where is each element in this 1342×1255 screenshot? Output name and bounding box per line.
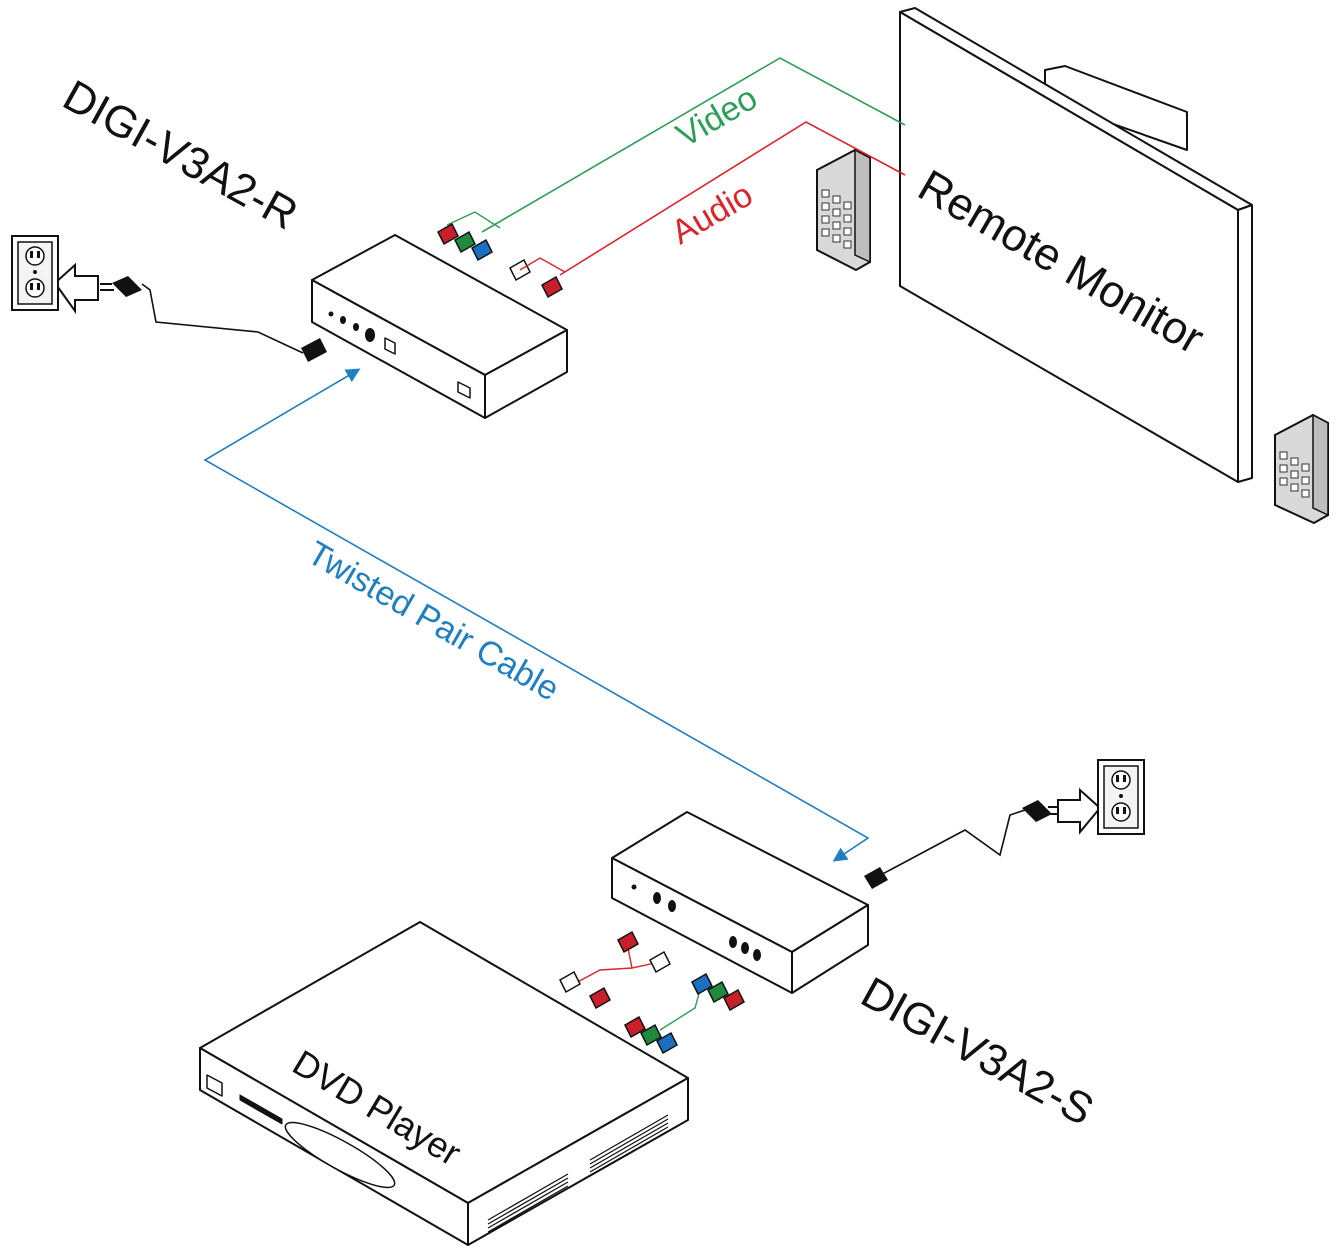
receiver-label: DIGI-V3A2-R [55, 71, 305, 240]
remote-monitor [899, 7, 1253, 483]
power-cord-receiver [53, 262, 327, 362]
sender-box [611, 811, 869, 994]
rca-cables-sender [559, 930, 745, 1055]
wall-outlet-icon [1097, 759, 1145, 835]
audio-label: Audio [665, 176, 759, 252]
wall-outlet-icon [11, 235, 59, 311]
sender-label: DIGI-V3A2-S [853, 968, 1101, 1135]
keypad-icon [1274, 413, 1329, 525]
cable-label: Twisted Pair Cable [301, 534, 565, 709]
rca-connectors-receiver [437, 211, 566, 299]
twisted-pair-cable [203, 368, 870, 862]
receiver-box [311, 234, 568, 419]
power-cord-sender [864, 787, 1102, 889]
video-cable [481, 57, 906, 233]
dvd-player [199, 921, 689, 1246]
audio-cable [559, 121, 906, 276]
video-label: Video [670, 79, 764, 155]
keypad-icon [816, 148, 871, 272]
